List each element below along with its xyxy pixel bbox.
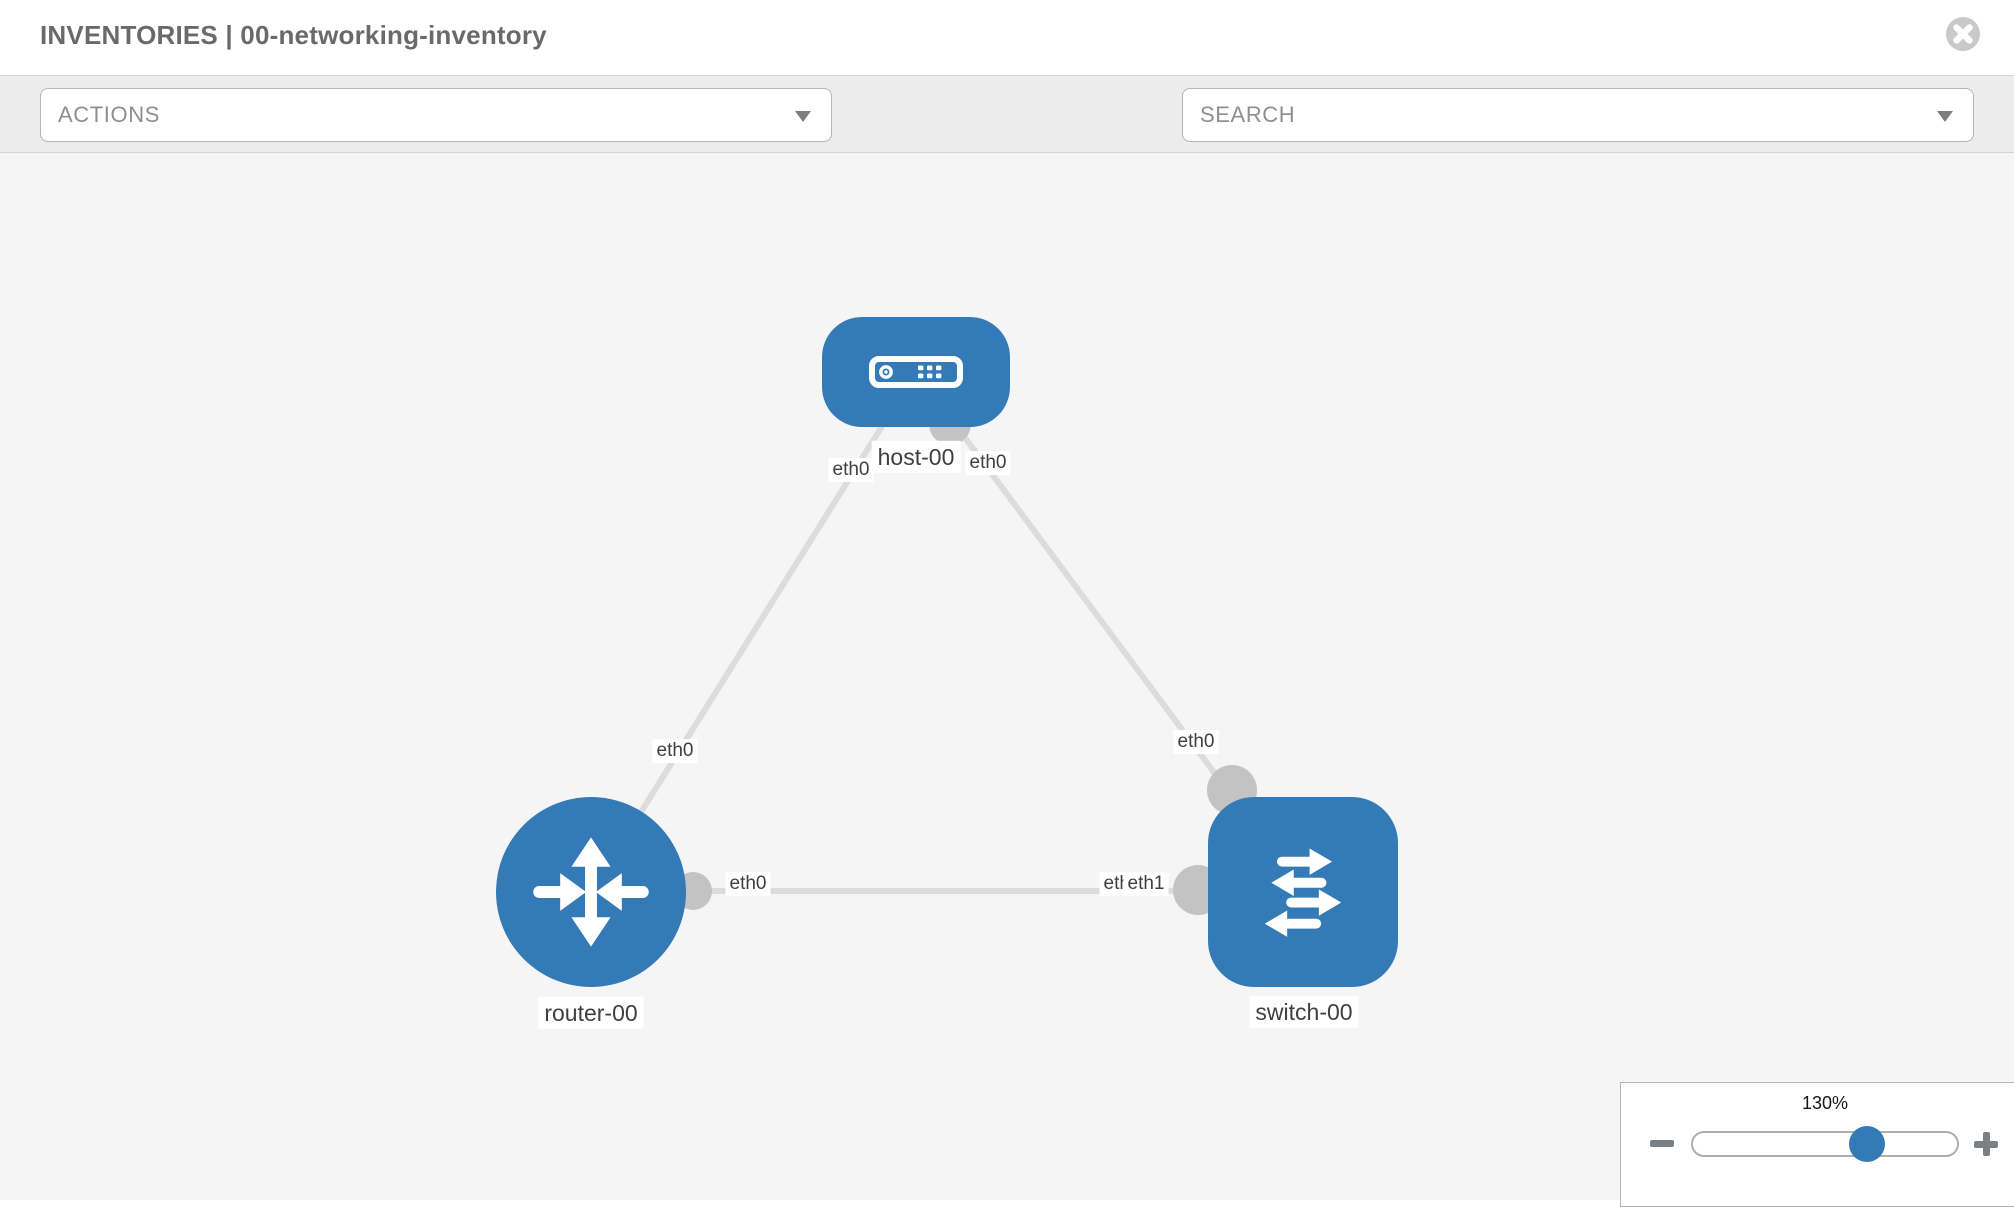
actions-dropdown[interactable]: ACTIONS [40,88,832,142]
toolbar: ACTIONS SEARCH [0,75,2014,208]
switch-icon [1264,848,1342,937]
zoom-in-button[interactable] [1973,1131,1999,1157]
zoom-slider[interactable] [1691,1126,1959,1162]
close-button[interactable] [1945,16,1981,52]
interface-label-host-eth0-right: eth0 [965,451,1011,475]
minus-icon [1650,1140,1674,1147]
header: INVENTORIES | 00-networking-inventory [0,0,2014,75]
node-label-router-00: router-00 [538,996,644,1030]
node-host-00[interactable] [822,317,1010,427]
chevron-down-icon [1937,111,1953,122]
interface-label-switch-eth1: eth1 [1123,872,1169,896]
zoom-level-readout: 130% [1801,1093,1849,1113]
interface-label-router-link-eth0: eth0 [652,739,698,763]
search-placeholder: SEARCH [1200,102,1296,127]
interface-label-host-eth0-left: eth0 [828,458,874,482]
topology-canvas[interactable]: host-00 router-00 switch-00 eth0 eth0 et… [0,153,2014,1207]
close-icon [1946,17,1980,51]
interface-label-router-eth0: eth0 [725,872,771,896]
topology-links-layer [588,370,1306,915]
page-title: INVENTORIES | 00-networking-inventory [40,20,547,50]
chevron-down-icon [795,111,811,122]
zoom-out-button[interactable] [1649,1131,1675,1155]
interface-label-switch-eth0-top: eth0 [1173,730,1219,754]
router-icon [533,837,649,947]
search-dropdown[interactable]: SEARCH [1182,88,1974,142]
plus-icon [1982,1132,1990,1156]
host-icon [869,356,963,388]
actions-dropdown-label: ACTIONS [58,102,160,127]
zoom-panel: 130% [1620,1082,2014,1207]
node-label-switch-00: switch-00 [1249,995,1359,1029]
node-label-host-00: host-00 [871,440,961,474]
zoom-slider-handle[interactable] [1849,1126,1885,1162]
node-router-00[interactable] [496,797,686,987]
node-switch-00[interactable] [1208,797,1398,987]
